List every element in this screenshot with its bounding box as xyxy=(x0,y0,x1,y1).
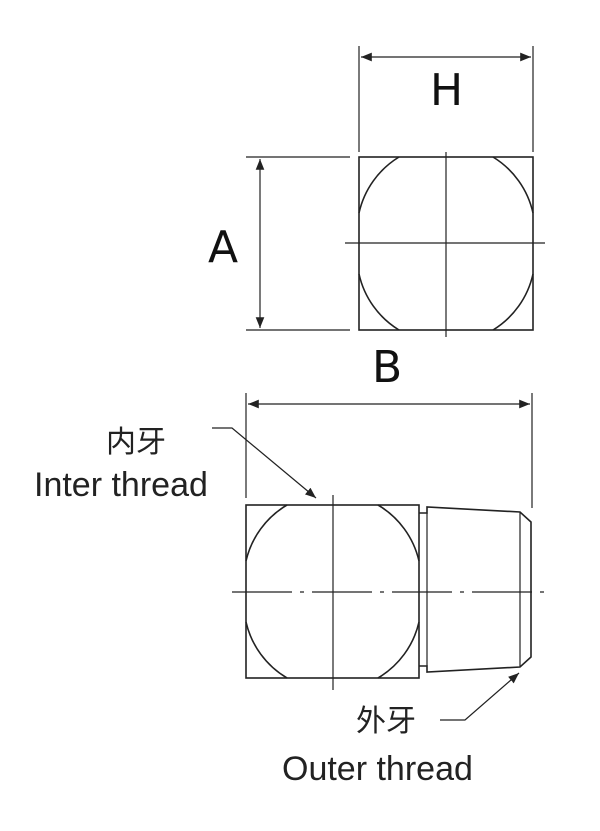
front-view xyxy=(212,393,545,721)
inner-thread-leader xyxy=(212,427,317,499)
dimension-b-label: B xyxy=(372,342,402,393)
outer-thread-label-cn: 外牙 xyxy=(356,704,416,739)
inner-thread-label-cn: 内牙 xyxy=(106,425,166,460)
front-chamfer-arcs xyxy=(245,504,420,679)
dimension-h-label: H xyxy=(430,65,463,116)
male-thread-outline xyxy=(419,506,532,673)
outer-thread-leader xyxy=(440,672,520,721)
outer-thread-label-en: Outer thread xyxy=(282,750,473,788)
inner-thread-label-en: Inter thread xyxy=(34,466,208,504)
dimension-a-label: A xyxy=(208,222,238,273)
top-chamfer-arcs xyxy=(358,156,534,331)
top-view xyxy=(246,46,545,337)
